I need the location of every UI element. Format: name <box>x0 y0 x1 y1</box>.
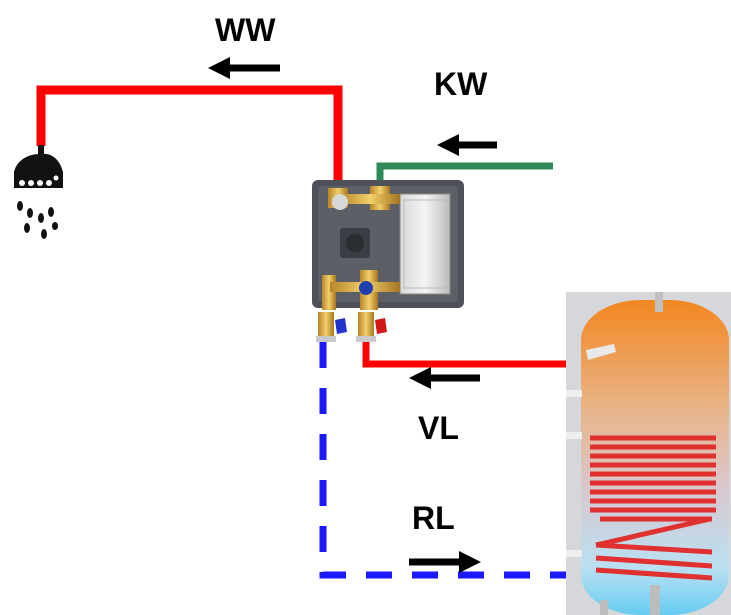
fresh-water-station <box>312 180 464 342</box>
rl-pipe <box>319 342 568 579</box>
kw-arrow <box>437 134 497 156</box>
vl-label: VL <box>418 410 459 446</box>
rl-arrow <box>409 551 481 573</box>
shower-head-icon <box>14 145 63 239</box>
rl-label: RL <box>412 500 455 536</box>
ww-pipe <box>36 85 343 185</box>
ww-label: WW <box>215 12 276 48</box>
ww-arrow <box>208 57 280 79</box>
vl-arrow <box>409 367 480 389</box>
heating-coil <box>590 435 716 581</box>
kw-label: KW <box>434 66 488 102</box>
vl-pipe <box>362 338 568 368</box>
buffer-tank <box>566 292 731 615</box>
